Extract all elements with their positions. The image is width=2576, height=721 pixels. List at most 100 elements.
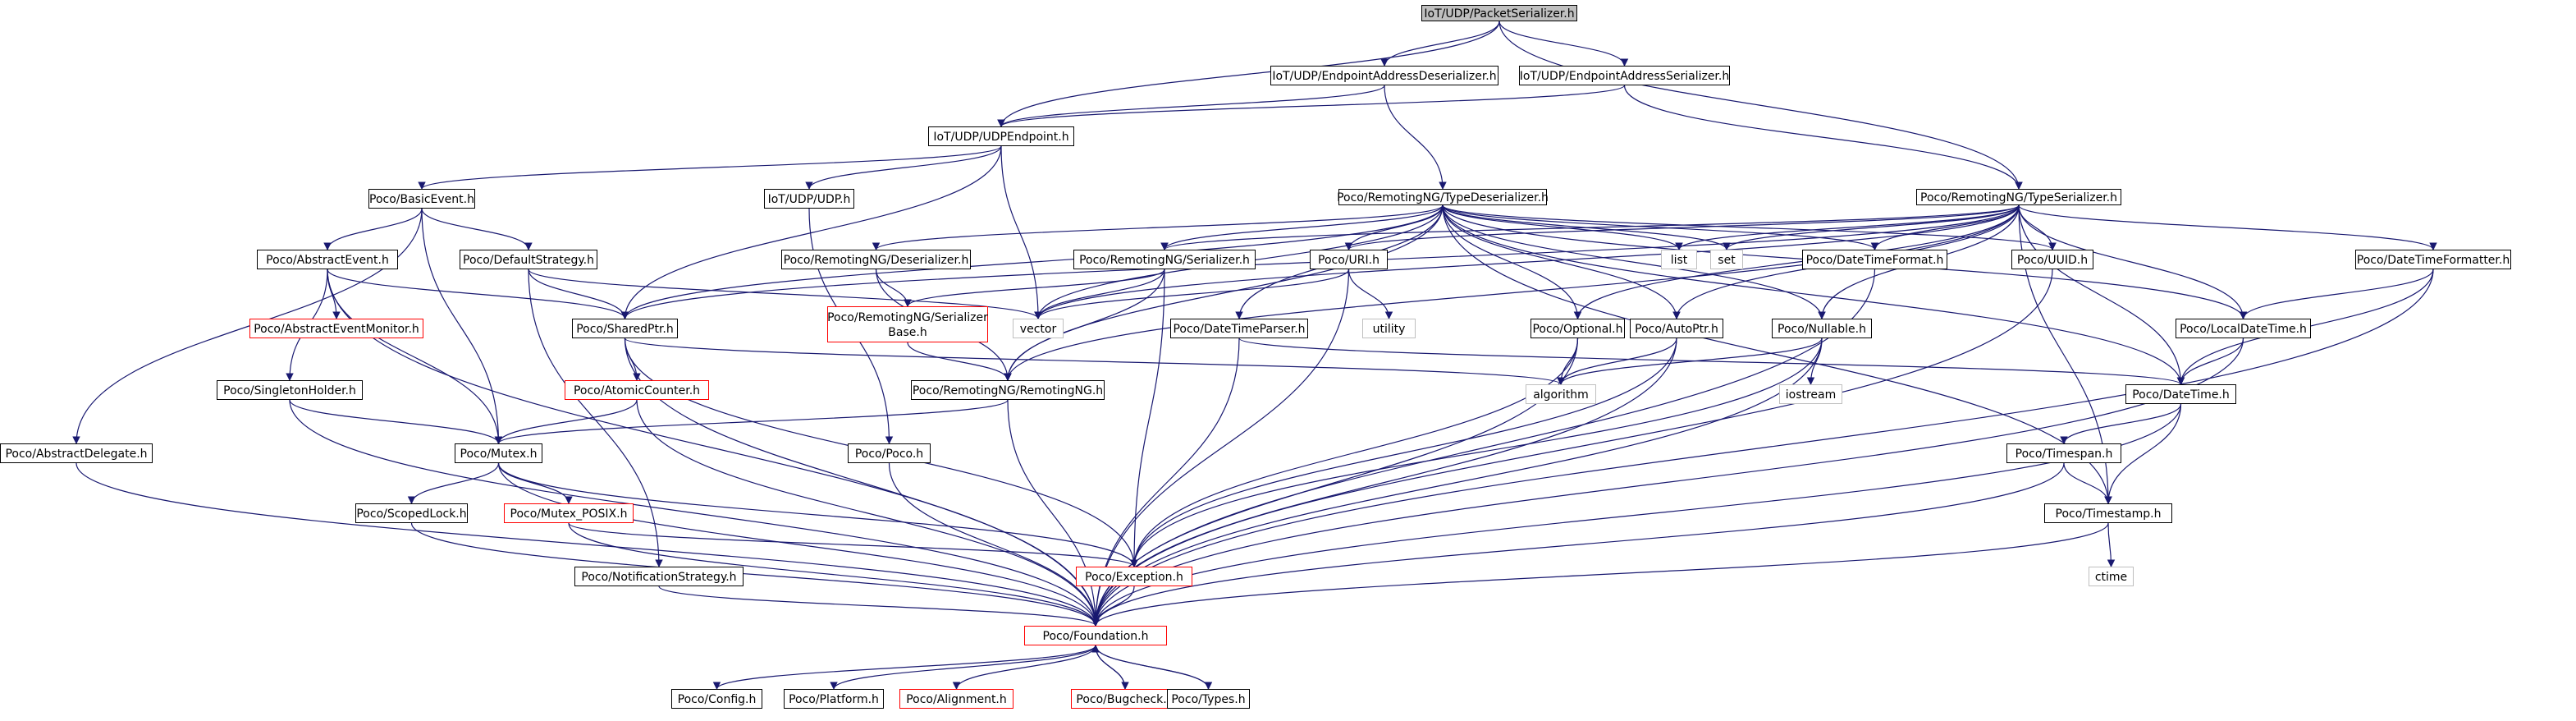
node-datetime[interactable]: Poco/DateTime.h (2125, 384, 2236, 404)
node-label-set: set (1718, 254, 1736, 267)
node-set: set (1710, 250, 1743, 269)
node-label-list: list (1671, 254, 1688, 267)
edge-atomic-to-foundation (636, 399, 1100, 627)
node-nullable[interactable]: Poco/Nullable.h (1772, 319, 1872, 338)
node-remotingng[interactable]: Poco/RemotingNG/RemotingNG.h (911, 380, 1105, 400)
node-sharedptr[interactable]: Poco/SharedPtr.h (572, 319, 678, 338)
node-localdt[interactable]: Poco/LocalDateTime.h (2176, 319, 2311, 338)
node-types[interactable]: Poco/Types.h (1167, 689, 1250, 709)
node-box-remotingng (911, 380, 1105, 400)
node-basicevent[interactable]: Poco/BasicEvent.h (368, 189, 475, 209)
node-rserializer[interactable]: Poco/RemotingNG/Serializer.h (1073, 250, 1256, 269)
edge-typedeser-to-nullable (1442, 204, 1826, 319)
node-easer[interactable]: IoT/UDP/EndpointAddressSerializer.h (1519, 66, 1730, 85)
node-list: list (1661, 250, 1697, 269)
edge-rserializer-to-vector (1034, 269, 1165, 319)
node-label-singleton: Poco/SingletonHolder.h (223, 384, 356, 397)
node-aemonitor[interactable]: Poco/AbstractEventMonitor.h (249, 319, 423, 338)
node-label-platform: Poco/Platform.h (789, 693, 879, 706)
edge-rserializer-to-exception (1130, 269, 1165, 567)
node-box-vector (1013, 319, 1064, 338)
edge-localdt-to-datetime (2176, 338, 2244, 385)
node-notifstrategy[interactable]: Poco/NotificationStrategy.h (574, 567, 744, 586)
node-box-uri (1310, 250, 1388, 269)
edge-basicevent-to-defaultstrategy (421, 208, 533, 250)
node-atomic[interactable]: Poco/AtomicCounter.h (565, 380, 709, 400)
edge-typeser-to-dtformatter (2018, 204, 2437, 250)
edge-typedeser-to-dtformat (1442, 204, 1879, 250)
node-udph[interactable]: IoT/UDP/UDP.h (764, 189, 854, 209)
edge-notifstrategy-to-foundation (658, 586, 1100, 627)
node-label-datetime: Poco/DateTime.h (2132, 388, 2230, 402)
node-udpendpoint[interactable]: IoT/UDP/UDPEndpoint.h (928, 126, 1074, 146)
node-label-localdt: Poco/LocalDateTime.h (2180, 323, 2307, 336)
edge-typeser-to-rserializer (1160, 204, 2020, 250)
node-absdelegate[interactable]: Poco/AbstractDelegate.h (0, 443, 153, 463)
node-scopedlock[interactable]: Poco/ScopedLock.h (355, 503, 468, 523)
node-singleton[interactable]: Poco/SingletonHolder.h (217, 380, 363, 400)
node-config[interactable]: Poco/Config.h (671, 689, 762, 709)
node-typedeser[interactable]: Poco/RemotingNG/TypeDeserializer.h (1337, 189, 1549, 205)
node-box-alignment (899, 689, 1013, 709)
node-bugcheck[interactable]: Poco/Bugcheck.h (1071, 689, 1179, 709)
node-dtformat[interactable]: Poco/DateTimeFormat.h (1802, 250, 1947, 269)
edge-datetime-to-timestamp (2104, 403, 2182, 504)
node-box-timespan (2006, 443, 2121, 463)
edge-timespan-to-foundation (1091, 462, 2065, 627)
edge-eadeser-to-typedeser (1384, 85, 1447, 190)
node-box-set (1710, 250, 1743, 269)
node-box-list (1661, 250, 1697, 269)
edge-typedeser-to-rdeserializer (872, 204, 1444, 250)
node-label-mutex: Poco/Mutex.h (460, 448, 538, 461)
node-mutex[interactable]: Poco/Mutex.h (455, 443, 542, 463)
node-typeser[interactable]: Poco/RemotingNG/TypeSerializer.h (1916, 189, 2121, 205)
node-label-uuid: Poco/UUID.h (2017, 254, 2088, 267)
node-optional[interactable]: Poco/Optional.h (1531, 319, 1625, 338)
edge-mutex-to-exception (497, 462, 1138, 567)
node-defaultstrategy[interactable]: Poco/DefaultStrategy.h (460, 250, 597, 269)
edge-timestamp-to-foundation (1091, 522, 2109, 627)
edge-sharedptr-to-algorithm (624, 338, 1565, 385)
node-box-dtformatter (2355, 250, 2511, 269)
edge-nullable-to-exception (1130, 338, 1823, 567)
edge-autoptr-to-exception (1130, 338, 1677, 567)
edge-basicevent-to-abstractevent (323, 208, 423, 250)
node-box-aemonitor (249, 319, 423, 338)
node-timestamp[interactable]: Poco/Timestamp.h (2044, 503, 2172, 523)
node-label-basicevent: Poco/BasicEvent.h (369, 193, 474, 206)
edge-localdt-to-foundation (1091, 338, 2244, 627)
node-exception[interactable]: Poco/Exception.h (1076, 567, 1192, 586)
node-box-singleton (217, 380, 363, 400)
node-label-bugcheck: Poco/Bugcheck.h (1076, 693, 1174, 706)
node-mutexposix[interactable]: Poco/Mutex_POSIX.h (504, 503, 634, 523)
node-timespan[interactable]: Poco/Timespan.h (2006, 443, 2121, 463)
node-foundation[interactable]: Poco/Foundation.h (1024, 626, 1167, 645)
node-label-notifstrategy: Poco/NotificationStrategy.h (581, 571, 736, 584)
node-uuid[interactable]: Poco/UUID.h (2011, 250, 2093, 269)
node-rdeserializer[interactable]: Poco/RemotingNG/Deserializer.h (781, 250, 971, 269)
node-dtparser[interactable]: Poco/DateTimeParser.h (1170, 319, 1308, 338)
node-pocoh[interactable]: Poco/Poco.h (848, 443, 931, 463)
node-alignment[interactable]: Poco/Alignment.h (899, 689, 1013, 709)
node-box-mutex (455, 443, 542, 463)
edge-udpendpoint-to-sharedptr (620, 145, 1002, 319)
edge-types-to-foundation (1091, 645, 1210, 690)
node-box-config (671, 689, 762, 709)
node-label-mutexposix: Poco/Mutex_POSIX.h (510, 507, 628, 521)
node-box-serbase (827, 306, 988, 342)
node-uri[interactable]: Poco/URI.h (1310, 250, 1388, 269)
node-label-ctime: ctime (2095, 571, 2127, 584)
node-root[interactable]: IoT/UDP/PacketSerializer.h (1421, 5, 1577, 21)
node-box-types (1167, 689, 1250, 709)
node-abstractevent[interactable]: Poco/AbstractEvent.h (257, 250, 398, 269)
node-autoptr[interactable]: Poco/AutoPtr.h (1630, 319, 1723, 338)
edge-typeser-to-uri (1344, 204, 2020, 250)
edge-typeser-to-optional (1573, 204, 2020, 319)
node-eadeser[interactable]: IoT/UDP/EndpointAddressDeserializer.h (1270, 66, 1498, 85)
edge-udpendpoint-to-udph (805, 145, 1002, 190)
node-platform[interactable]: Poco/Platform.h (784, 689, 884, 709)
node-box-utility (1362, 319, 1416, 338)
node-dtformatter[interactable]: Poco/DateTimeFormatter.h (2355, 250, 2511, 269)
